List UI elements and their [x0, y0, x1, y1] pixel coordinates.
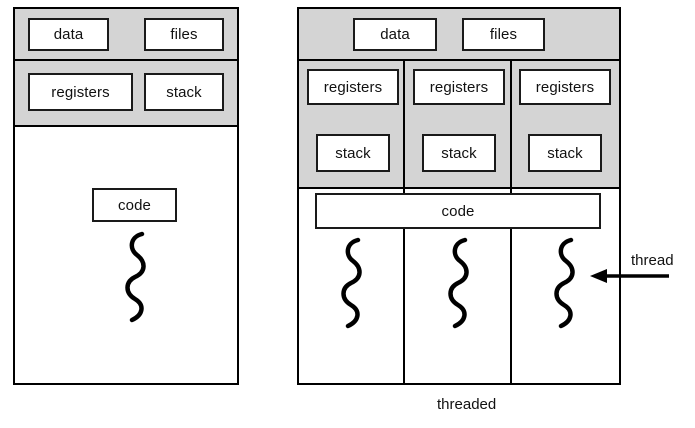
- multi-code-label: code: [441, 202, 475, 220]
- multi-registers-label-2: registers: [429, 78, 489, 96]
- single-stack-box: stack: [144, 73, 224, 111]
- single-data-label: data: [53, 26, 84, 43]
- single-data-box: data: [28, 18, 109, 51]
- thread-annotation-label: thread: [631, 252, 674, 269]
- multi-code-box: code: [315, 193, 601, 229]
- multi-stack-box-3: stack: [528, 134, 602, 172]
- single-registers-box: registers: [28, 73, 133, 111]
- multi-data-label: data: [380, 26, 410, 43]
- column-divider-2-body: [510, 189, 512, 384]
- single-process-context-band: registers stack: [15, 61, 237, 127]
- multithreaded-process-panel: data files registers stack registers sta…: [297, 7, 621, 385]
- multi-stack-label-2: stack: [441, 144, 477, 162]
- multi-stack-label-3: stack: [547, 144, 583, 162]
- single-files-box: files: [144, 18, 224, 51]
- multi-stack-box-1: stack: [316, 134, 390, 172]
- single-process-top-band: data files: [15, 9, 237, 61]
- multi-stack-box-2: stack: [422, 134, 496, 172]
- multi-stack-label-1: stack: [335, 144, 371, 162]
- column-divider-2-band: [510, 61, 512, 189]
- column-divider-1-body: [403, 189, 405, 384]
- multi-thread-squiggle-icon-1: [336, 237, 370, 329]
- multi-thread-squiggle-icon-2: [443, 237, 477, 329]
- multi-registers-box-3: registers: [519, 69, 611, 105]
- multi-registers-label-3: registers: [535, 78, 595, 96]
- multi-process-top-band: data files: [299, 9, 619, 61]
- single-code-label: code: [118, 196, 151, 214]
- multi-files-box: files: [462, 18, 545, 51]
- multi-registers-box-2: registers: [413, 69, 505, 105]
- multi-registers-box-1: registers: [307, 69, 399, 105]
- single-thread-squiggle-icon: [120, 231, 154, 323]
- multi-files-label: files: [489, 26, 518, 43]
- single-threaded-process-panel: data files registers stack code: [13, 7, 239, 385]
- threaded-caption: threaded: [437, 396, 497, 413]
- single-stack-label: stack: [166, 83, 202, 101]
- thread-callout-arrow-icon: [588, 268, 670, 284]
- multi-process-context-band: registers stack registers stack register…: [299, 61, 619, 189]
- column-divider-1-band: [403, 61, 405, 189]
- single-registers-label: registers: [51, 83, 110, 101]
- single-code-box: code: [92, 188, 177, 222]
- single-files-label: files: [170, 26, 198, 43]
- multi-data-box: data: [353, 18, 437, 51]
- multi-registers-label-1: registers: [323, 78, 383, 96]
- multi-thread-squiggle-icon-3: [549, 237, 583, 329]
